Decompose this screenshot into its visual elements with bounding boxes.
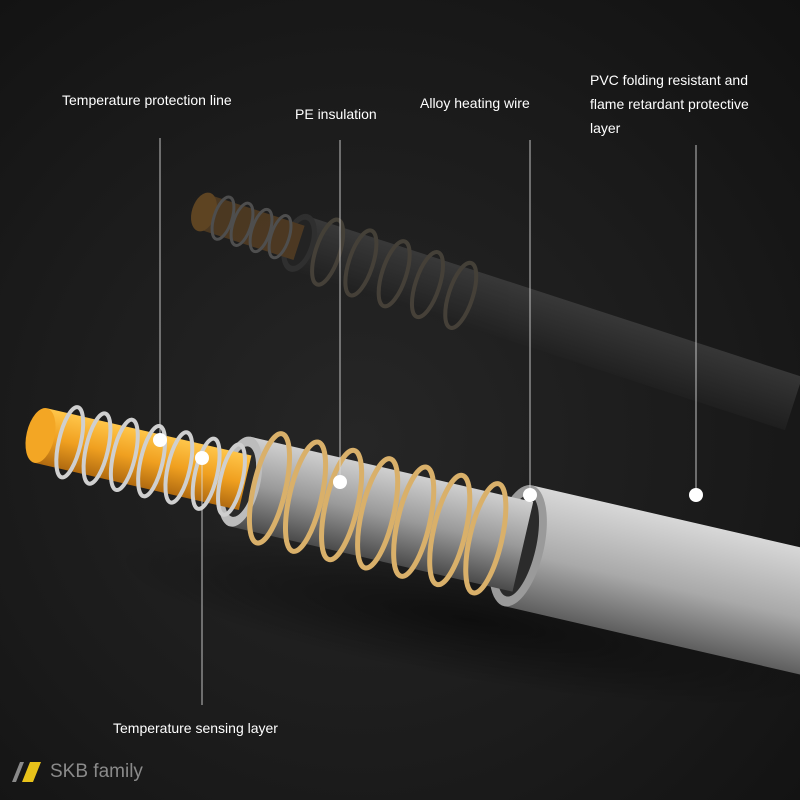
- alloy-heating-wire-coil: [246, 431, 509, 596]
- background-cable: [190, 192, 800, 431]
- label-pvc-line-3: layer: [590, 120, 621, 136]
- label-pe-insulation: PE insulation: [295, 106, 377, 122]
- label-pvc-protective-layer: PVC folding resistant and flame retardan…: [590, 68, 790, 140]
- label-pvc-line-1: PVC folding resistant and: [590, 72, 748, 88]
- label-alloy-heating-wire: Alloy heating wire: [420, 95, 530, 111]
- marker-dot-alloy: [523, 488, 537, 502]
- marker-dot-pe: [333, 475, 347, 489]
- foreground-cable: [25, 405, 800, 683]
- floor-shadow: [115, 533, 800, 707]
- leader-lines: [159, 138, 697, 705]
- label-pvc-line-2: flame retardant protective: [590, 96, 749, 112]
- label-temperature-sensing-layer: Temperature sensing layer: [113, 720, 278, 736]
- brand-logo-icon: [12, 762, 41, 782]
- brand-name: SKB family: [50, 761, 143, 782]
- temperature-protection-coil: [54, 405, 247, 517]
- marker-dot-protection: [153, 433, 167, 447]
- marker-dot-sensing: [195, 451, 209, 465]
- marker-dot-pvc: [689, 488, 703, 502]
- brand-watermark: SKB family: [10, 758, 143, 786]
- label-temperature-protection-line: Temperature protection line: [62, 92, 232, 108]
- marker-dots: [153, 433, 703, 502]
